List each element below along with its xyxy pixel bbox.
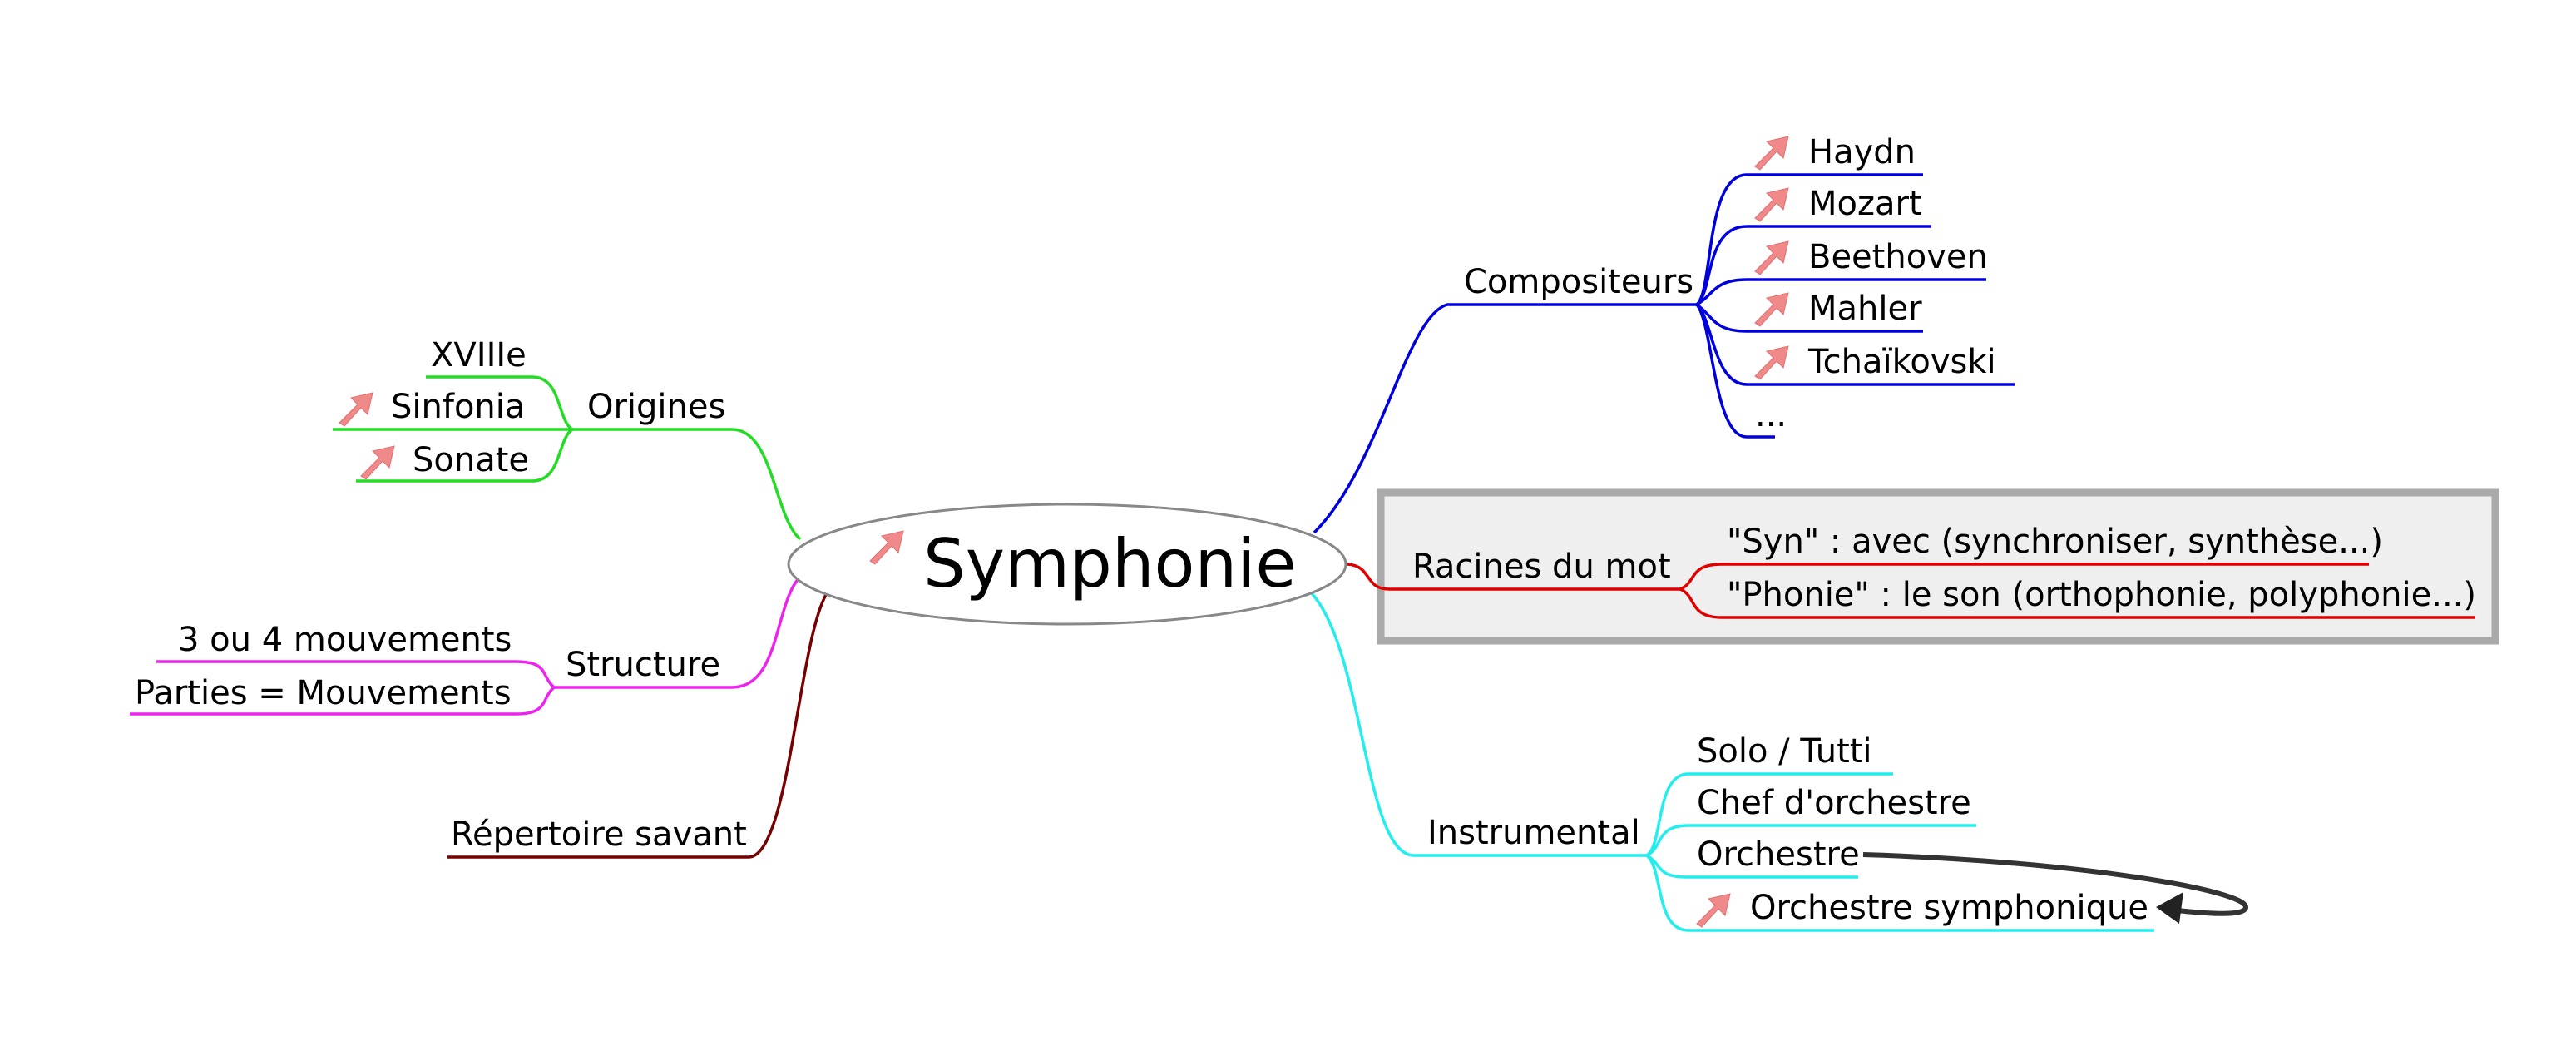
node-label: Mahler bbox=[1808, 290, 1922, 328]
relationship-arrow[interactable] bbox=[1862, 852, 2249, 916]
pink-arrow-icon bbox=[1754, 187, 1789, 222]
node-label: Haydn bbox=[1808, 133, 1916, 171]
node-label: Tchaïkovski bbox=[1807, 343, 1996, 381]
pink-arrow-icon bbox=[1754, 345, 1789, 380]
pink-arrow-icon bbox=[339, 392, 373, 427]
branch-repertoire[interactable]: Répertoire savant bbox=[451, 816, 747, 854]
instrumental-orchestre-symphonique[interactable]: Orchestre symphonique bbox=[1696, 889, 2148, 928]
structure-mouvements-count[interactable]: 3 ou 4 mouvements bbox=[178, 621, 512, 659]
racine-syn[interactable]: "Syn" : avec (synchroniser, synthèse...) bbox=[1727, 523, 2383, 561]
branch-structure[interactable]: Structure bbox=[566, 646, 720, 684]
branch-racines[interactable]: Racines du mot bbox=[1412, 548, 1671, 586]
instrumental-connectors bbox=[1309, 591, 2154, 932]
node-label: Mozart bbox=[1808, 185, 1922, 223]
node-label: Beethoven bbox=[1808, 238, 1988, 276]
compositeur-ellipsis[interactable]: ... bbox=[1755, 396, 1787, 434]
pink-arrow-icon bbox=[1696, 893, 1731, 928]
repertoire-connector bbox=[447, 589, 830, 859]
node-label: Orchestre symphonique bbox=[1750, 889, 2148, 927]
branch-origines[interactable]: Origines bbox=[587, 388, 725, 426]
pink-arrow-icon bbox=[1754, 240, 1789, 275]
node-label: Sonate bbox=[413, 441, 529, 479]
node-label: Sinfonia bbox=[391, 388, 525, 426]
compositeur-mahler[interactable]: Mahler bbox=[1754, 290, 1922, 328]
compositeur-beethoven[interactable]: Beethoven bbox=[1754, 238, 1988, 276]
structure-parties[interactable]: Parties = Mouvements bbox=[135, 674, 512, 712]
instrumental-solo-tutti[interactable]: Solo / Tutti bbox=[1697, 732, 1872, 771]
origine-sonate[interactable]: Sonate bbox=[360, 441, 529, 480]
instrumental-orchestre[interactable]: Orchestre bbox=[1697, 835, 1860, 874]
structure-connectors bbox=[130, 573, 804, 716]
root-label: Symphonie bbox=[923, 525, 1297, 602]
origine-sinfonia[interactable]: Sinfonia bbox=[339, 388, 525, 427]
racine-phonie[interactable]: "Phonie" : le son (orthophonie, polyphon… bbox=[1727, 576, 2476, 614]
pink-arrow-icon bbox=[1754, 292, 1789, 327]
instrumental-chef[interactable]: Chef d'orchestre bbox=[1697, 784, 1971, 822]
compositeur-tchaikovski[interactable]: Tchaïkovski bbox=[1754, 343, 1996, 381]
compositeurs-connectors bbox=[1313, 173, 2015, 534]
branch-instrumental[interactable]: Instrumental bbox=[1427, 814, 1640, 852]
compositeur-haydn[interactable]: Haydn bbox=[1754, 133, 1916, 171]
origines-connectors bbox=[333, 375, 802, 541]
root-node[interactable]: Symphonie bbox=[787, 503, 1347, 626]
pink-arrow-icon bbox=[1754, 136, 1789, 171]
branch-compositeurs[interactable]: Compositeurs bbox=[1464, 263, 1693, 301]
origine-xviiie[interactable]: XVIIIe bbox=[431, 336, 527, 374]
compositeur-mozart[interactable]: Mozart bbox=[1754, 185, 1922, 223]
pink-arrow-icon bbox=[360, 445, 395, 480]
racines-connectors bbox=[1347, 563, 2475, 619]
relationship-arrowhead-icon bbox=[2156, 892, 2183, 924]
